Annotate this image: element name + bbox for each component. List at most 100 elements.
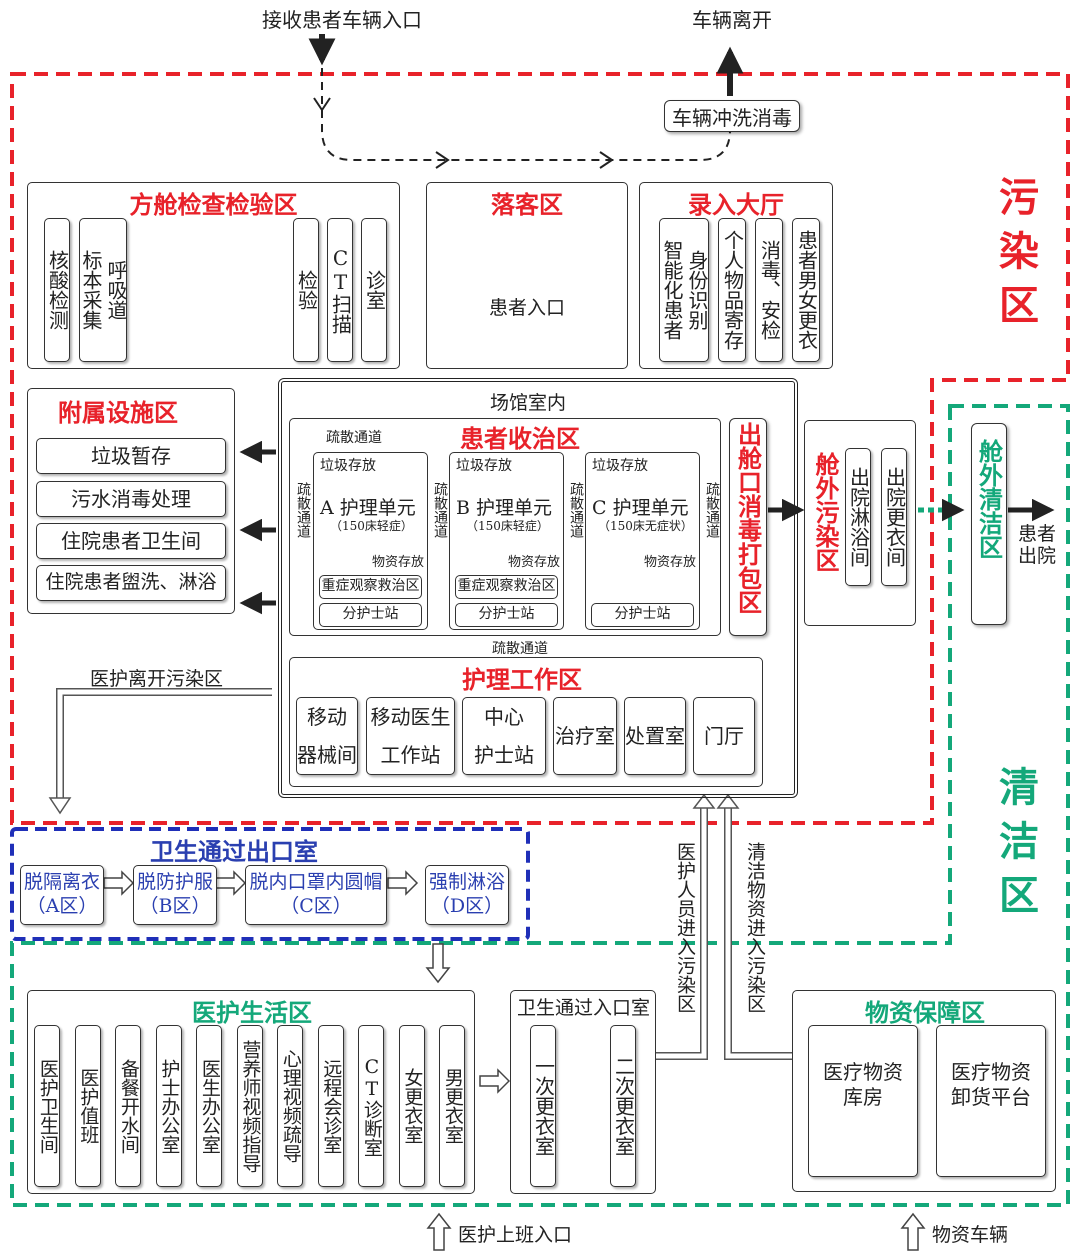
- work-item-doctor-station: 移动医生工作站: [366, 697, 455, 775]
- work-area-title: 护理工作区: [462, 665, 582, 694]
- drop-off-title: 落客区: [491, 190, 563, 219]
- hall-item-changing: 患者男女更衣: [792, 218, 820, 362]
- unit-a-sub: （150床轻症）: [330, 519, 413, 533]
- aux-item-sewage: 污水消毒处理: [36, 481, 226, 517]
- corridor-v3: 疏散通道: [568, 482, 584, 538]
- unit-c-goods: 物资存放: [644, 555, 697, 570]
- nursing-unit-a: 垃圾存放 A 护理单元 （150床轻症） 物资存放: [313, 452, 428, 630]
- staff-entry-label: 医护上班入口: [458, 1224, 573, 1246]
- nursing-unit-c: 垃圾存放 C 护理单元 （150床无症状） 物资存放: [585, 452, 700, 630]
- aux-item-shower: 住院患者盥洗、淋浴: [36, 565, 226, 601]
- hall-item-id: 智能化患者 身份识别: [659, 218, 709, 362]
- vehicle-route: [321, 68, 731, 161]
- living-room-5: 营养师视频指导: [236, 1025, 263, 1187]
- staff-in-label: 医护人员进入污染区: [674, 842, 696, 1013]
- first-changing-room: 一次更衣室: [530, 1025, 556, 1187]
- unit-c-station: 分护士站: [591, 603, 694, 627]
- living-room-8: CT诊断室: [358, 1025, 384, 1187]
- unit-b-station: 分护士站: [455, 603, 558, 627]
- exam-item-nucleic: 核酸检测: [44, 218, 70, 362]
- vehicle-exit-label: 车辆离开: [692, 8, 772, 32]
- living-room-1: 医护值班: [74, 1025, 101, 1187]
- unit-a-observation: 重症观察救治区: [319, 575, 422, 599]
- corridor-top: 疏散通道: [326, 430, 382, 446]
- vehicle-wash-box: 车辆冲洗消毒: [664, 100, 800, 132]
- exam-item-sample: 标本采集 呼吸道: [79, 218, 128, 362]
- living-room-6: 心理视频疏导: [277, 1025, 303, 1187]
- work-item-nurse-station: 中心护士站: [462, 697, 546, 775]
- living-area-title: 医护生活区: [192, 998, 312, 1027]
- living-room-2: 备餐开水间: [115, 1025, 141, 1187]
- hygiene-step-a: 脱隔离衣（A区）: [20, 865, 104, 925]
- living-room-7: 远程会诊室: [317, 1025, 344, 1187]
- exam-item-ct: CT扫描: [327, 218, 353, 362]
- outer-clean-title: 舱外清洁区: [974, 439, 1004, 559]
- goods-vehicle-label: 物资车辆: [932, 1224, 1009, 1246]
- discharge-changing: 出院更衣间: [881, 448, 907, 586]
- corridor-v4: 疏散通道: [704, 482, 720, 538]
- drop-off-area: 落客区 患者入口: [426, 182, 628, 369]
- vehicle-entry-label: 接收患者车辆入口: [262, 8, 422, 32]
- unit-b-storage: 垃圾存放: [456, 458, 512, 474]
- unit-c-name: C 护理单元: [592, 497, 689, 519]
- unit-a-goods: 物资存放: [372, 555, 425, 570]
- goods-in-label: 清洁物资进入污染区: [744, 842, 766, 1013]
- clean-zone-label: 清洁区: [992, 766, 1039, 928]
- polluted-zone-outline: [10, 72, 1070, 825]
- unit-b-sub: （150床轻症）: [466, 519, 549, 533]
- staff-leave-label: 医护离开污染区: [90, 668, 224, 690]
- outer-clean-area: 舱外清洁区: [971, 423, 1007, 625]
- unit-b-name: B 护理单元: [456, 497, 553, 519]
- entry-hall-title: 录入大厅: [688, 190, 784, 219]
- hygiene-entry-title: 卫生通过入口室: [517, 997, 651, 1019]
- unit-b-goods: 物资存放: [508, 555, 561, 570]
- living-room-9: 女更衣室: [398, 1025, 425, 1187]
- hygiene-step-b: 脱防护服（B区）: [133, 865, 217, 925]
- corridor-v2: 疏散通道: [432, 482, 448, 538]
- aux-item-toilet: 住院患者卫生间: [36, 523, 226, 559]
- work-item-disposal: 处置室: [624, 697, 686, 775]
- polluted-zone-label: 污染区: [992, 176, 1039, 338]
- unit-a-storage: 垃圾存放: [320, 458, 376, 474]
- discharge-label: 患者出院: [1018, 523, 1057, 567]
- hygiene-exit-title: 卫生通过出口室: [150, 837, 318, 866]
- exam-area-title: 方舱检查检验区: [129, 190, 298, 219]
- ward-title: 患者收治区: [460, 424, 580, 453]
- hygiene-exit-outline: [10, 827, 530, 941]
- hygiene-step-d: 强制淋浴（D区）: [425, 865, 509, 925]
- unit-a-name: A 护理单元: [320, 497, 416, 519]
- hall-item-security: 消毒、安检: [755, 218, 783, 362]
- clean-zone-outline: [10, 404, 1070, 1207]
- supply-area-title: 物资保障区: [865, 998, 985, 1027]
- living-room-4: 医生办公室: [196, 1025, 222, 1187]
- outer-polluted-title: 舱外污染区: [811, 452, 840, 572]
- work-item-lobby: 门厅: [693, 697, 755, 775]
- corridor-bottom: 疏散通道: [492, 641, 548, 657]
- aux-area-title: 附属设施区: [58, 398, 178, 427]
- hygiene-step-c: 脱内口罩内圆帽（C区）: [245, 865, 387, 925]
- corridor-v1: 疏散通道: [295, 482, 311, 538]
- work-item-equipment: 移动器械间: [296, 697, 358, 775]
- living-room-10: 男更衣室: [439, 1025, 465, 1187]
- living-room-3: 护士办公室: [155, 1025, 182, 1187]
- exam-item-lab: 检验: [293, 218, 319, 362]
- work-item-treatment: 治疗室: [553, 697, 617, 775]
- unit-b-observation: 重症观察救治区: [455, 575, 558, 599]
- supply-unloading: 医疗物资卸货平台: [936, 1025, 1046, 1177]
- unit-a-station: 分护士站: [319, 603, 422, 627]
- unit-c-storage: 垃圾存放: [592, 458, 648, 474]
- unit-c-sub: （150床无症状）: [598, 519, 693, 533]
- supply-warehouse: 医疗物资库房: [808, 1025, 918, 1177]
- exit-pack-label: 出舱口消毒打包区: [733, 422, 763, 614]
- patient-entry-label: 患者入口: [489, 297, 566, 319]
- hall-item-storage: 个人物品寄存: [718, 218, 746, 362]
- discharge-shower: 出院淋浴间: [845, 448, 871, 586]
- venue-label: 场馆室内: [490, 392, 567, 414]
- venue-indoor: 场馆室内: [278, 378, 798, 798]
- exit-pack-area: 出舱口消毒打包区: [729, 418, 767, 636]
- nursing-unit-b: 垃圾存放 B 护理单元 （150床轻症） 物资存放: [449, 452, 564, 630]
- living-room-0: 医护卫生间: [34, 1025, 60, 1187]
- second-changing-room: 二次更衣室: [610, 1025, 636, 1187]
- aux-item-garbage: 垃圾暂存: [36, 438, 226, 474]
